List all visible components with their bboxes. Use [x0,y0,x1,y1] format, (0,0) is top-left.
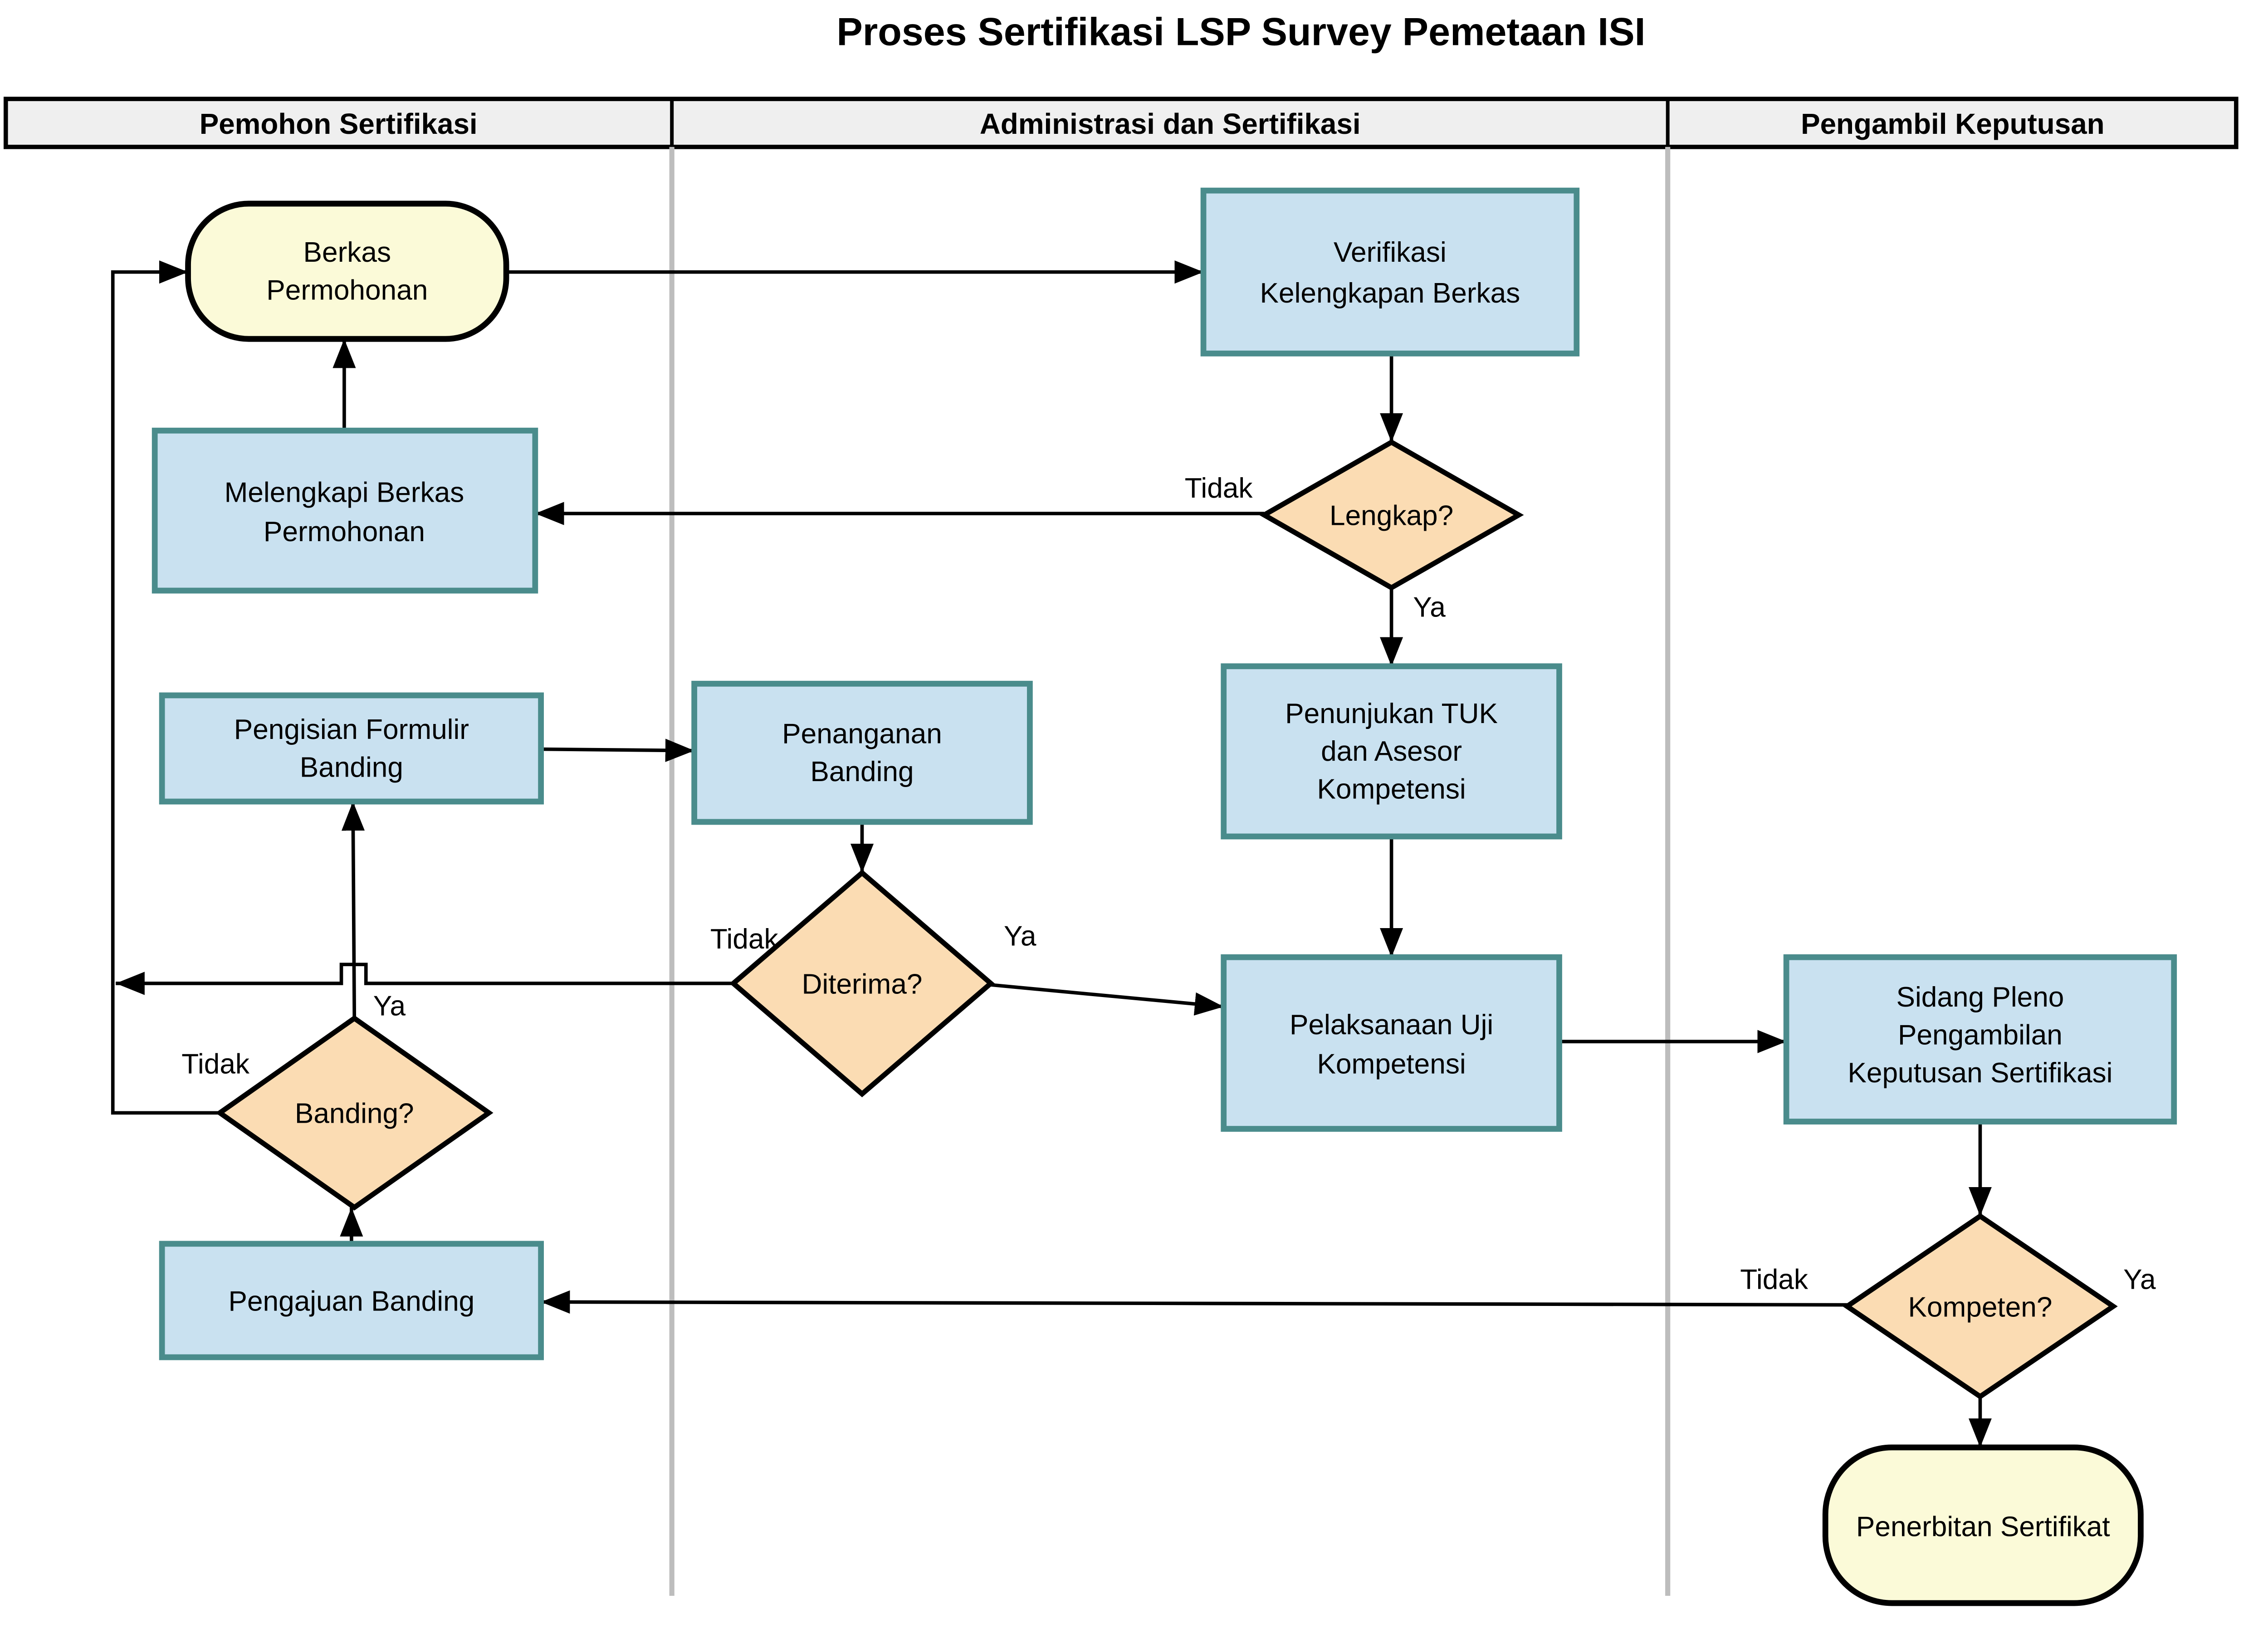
edge-labels: Tidak Ya Tidak Ya Tidak Ya Tidak Ya [181,473,2156,1296]
node-sidang-pleno: Sidang Pleno Pengambilan Keputusan Serti… [1783,954,2177,1125]
diagram-title: Proses Sertifikasi LSP Survey Pemetaan I… [836,10,1645,54]
node-label: Pengajuan Banding [229,1286,475,1317]
node-melengkapi-berkas: Melengkapi Berkas Permohonan [152,427,538,594]
lane-header-pengambil: Pengambil Keputusan [1801,108,2105,140]
lane-header-pemohon: Pemohon Sertifikasi [200,108,478,140]
node-label: Banding [300,752,403,783]
node-label: Verifikasi [1334,237,1447,268]
node-label: Penanganan [782,719,942,750]
edge-kompeten-tidak-to-pengajuan [541,1290,1848,1314]
process-shape [159,1241,544,1360]
process-shape [1783,954,2177,1125]
node-pengajuan-banding: Pengajuan Banding [159,1241,544,1360]
edge-banding-ya-to-pengisian [341,801,365,1018]
edge-label-diterima-tidak: Tidak [710,924,779,955]
node-label: Permohonan [264,516,425,548]
node-label: Pengisian Formulir [234,714,469,745]
node-lengkap-decision: Lengkap? [1259,439,1524,591]
terminator-shape [185,200,509,342]
process-shape [691,680,1033,825]
node-banding-decision: Banding? [215,1015,494,1211]
header-band [3,97,2239,149]
edge-pengisian-to-penanganan [541,738,694,762]
node-label: Penunjukan TUK [1285,698,1498,729]
node-penerbitan-sertifikat: Penerbitan Sertifikat [1822,1444,2144,1606]
process-shape [1200,187,1580,357]
swimlane-header: Pemohon Sertifikasi Administrasi dan Ser… [3,97,2239,149]
node-label: Berkas [303,237,391,268]
edge-label-lengkap-tidak: Tidak [1185,473,1253,504]
process-shape [159,692,544,805]
lane-header-administrasi: Administrasi dan Sertifikasi [980,108,1361,140]
node-label: Keputusan Sertifikasi [1848,1057,2112,1089]
decision-shape [729,869,995,1097]
node-label: Melengkapi Berkas [225,477,464,508]
node-penunjukan-tuk: Penunjukan TUK dan Asesor Kompetensi [1221,663,1562,840]
node-kompeten-decision: Kompeten? [1843,1213,2118,1400]
node-label: Banding [810,756,914,787]
decision-shape [215,1015,494,1211]
process-shape [152,427,538,594]
node-label: Kompeten? [1908,1291,2052,1323]
edge-banding-tidak-to-berkas [111,260,220,1115]
node-label: Diterima? [802,968,923,1000]
connectors [111,260,1992,1447]
node-label: Permohonan [266,274,428,306]
node-pelaksanaan-uji: Pelaksanaan Uji Kompetensi [1221,954,1562,1132]
edge-label-lengkap-ya: Ya [1413,592,1446,623]
node-label: Pelaksanaan Uji [1290,1009,1493,1041]
node-label: Pengambilan [1898,1019,2063,1051]
node-label: Lengkap? [1330,500,1453,532]
node-label: Kelengkapan Berkas [1260,278,1520,309]
edge-label-kompeten-tidak: Tidak [1740,1264,1809,1295]
node-label: dan Asesor [1321,736,1462,767]
decision-shape [1843,1213,2118,1400]
edge-label-banding-ya: Ya [373,990,406,1022]
edge-label-banding-tidak: Tidak [181,1049,250,1080]
node-verifikasi-kelengkapan-berkas: Verifikasi Kelengkapan Berkas [1200,187,1580,357]
node-diterima-decision: Diterima? [729,869,995,1097]
edge-diterima-tidak-feedback [116,963,733,995]
node-label: Penerbitan Sertifikat [1856,1511,2110,1542]
edge-label-diterima-ya: Ya [1004,920,1036,952]
terminator-shape [1822,1444,2144,1606]
edge-diterima-ya-to-pelaksanaan [990,983,1224,1016]
node-penanganan-banding: Penanganan Banding [691,680,1033,825]
edge-label-kompeten-ya: Ya [2123,1264,2156,1295]
process-shape [1221,954,1562,1132]
node-pengisian-formulir-banding: Pengisian Formulir Banding [159,692,544,805]
decision-shape [1259,439,1524,591]
node-label: Sidang Pleno [1897,982,2064,1013]
node-label: Banding? [295,1098,414,1129]
node-label: Kompetensi [1317,773,1466,805]
node-label: Kompetensi [1317,1049,1466,1080]
node-berkas-permohonan: Berkas Permohonan [185,200,509,342]
process-shape [1221,663,1562,840]
